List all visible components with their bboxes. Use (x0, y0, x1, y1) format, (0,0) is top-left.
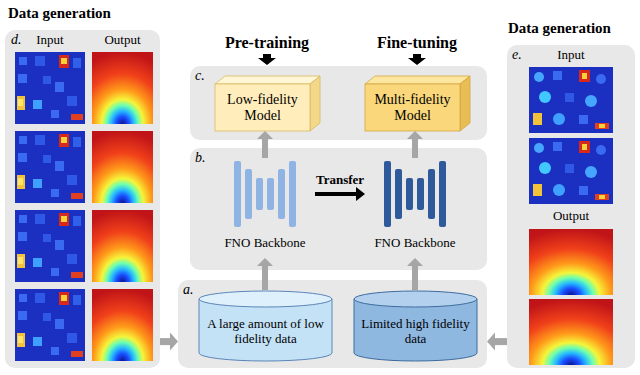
panel-letter: d. (11, 32, 22, 48)
flow-arrow (257, 258, 273, 290)
backbone-block: FNO Backbone (365, 158, 465, 258)
edge-label: Transfer (316, 173, 364, 188)
column-header: Input (529, 48, 613, 63)
data-panel: Data generationd.InputOutput (5, 30, 160, 368)
flow-arrow (487, 333, 507, 351)
stage-band: c. Low-fidelity Model Multi-fidelity Mod… (190, 66, 487, 140)
fno-icon (365, 158, 465, 230)
flow-arrow (257, 131, 273, 158)
backbone-label: FNO Backbone (215, 236, 315, 251)
panel-heading: Data generation (8, 5, 111, 22)
stage-band: a. A large amount of low fidelity data L… (178, 280, 487, 368)
data-cylinder: Limited high fidelity data (353, 290, 478, 362)
panel-heading: Data generation (508, 20, 611, 37)
stage-band: b. FNO Backbone FNO Backbone (190, 148, 487, 270)
flow-arrow (407, 131, 423, 158)
data-cylinder: A large amount of low fidelity data (198, 290, 333, 362)
flow-arrow (407, 258, 423, 290)
box-label: Low-fidelity Model (217, 92, 308, 124)
flow-arrow (160, 333, 178, 351)
fno-icon (215, 158, 315, 230)
stage-label: Fine-tuning (377, 34, 457, 52)
backbone-label: FNO Backbone (365, 236, 465, 251)
stage-label: Pre-training (225, 34, 309, 52)
heatmap-images (5, 30, 160, 368)
band-letter: c. (195, 68, 205, 84)
box-label: Multi-fidelity Model (367, 92, 458, 124)
column-header: Input (15, 33, 85, 48)
model-box: Low-fidelity Model (215, 76, 320, 131)
band-letter: b. (195, 150, 206, 166)
box-label: A large amount of low fidelity data (204, 317, 327, 347)
data-panel: Data generatione.InputOutput (507, 45, 635, 368)
backbone-block: FNO Backbone (215, 158, 315, 258)
panel-letter: e. (512, 47, 522, 63)
box-label: Limited high fidelity data (359, 317, 472, 347)
column-header: Output (529, 209, 613, 224)
model-box: Multi-fidelity Model (365, 76, 470, 131)
column-header: Output (92, 33, 153, 48)
band-letter: a. (183, 282, 194, 298)
heatmap-images (507, 45, 635, 368)
flow-arrow (315, 187, 365, 201)
